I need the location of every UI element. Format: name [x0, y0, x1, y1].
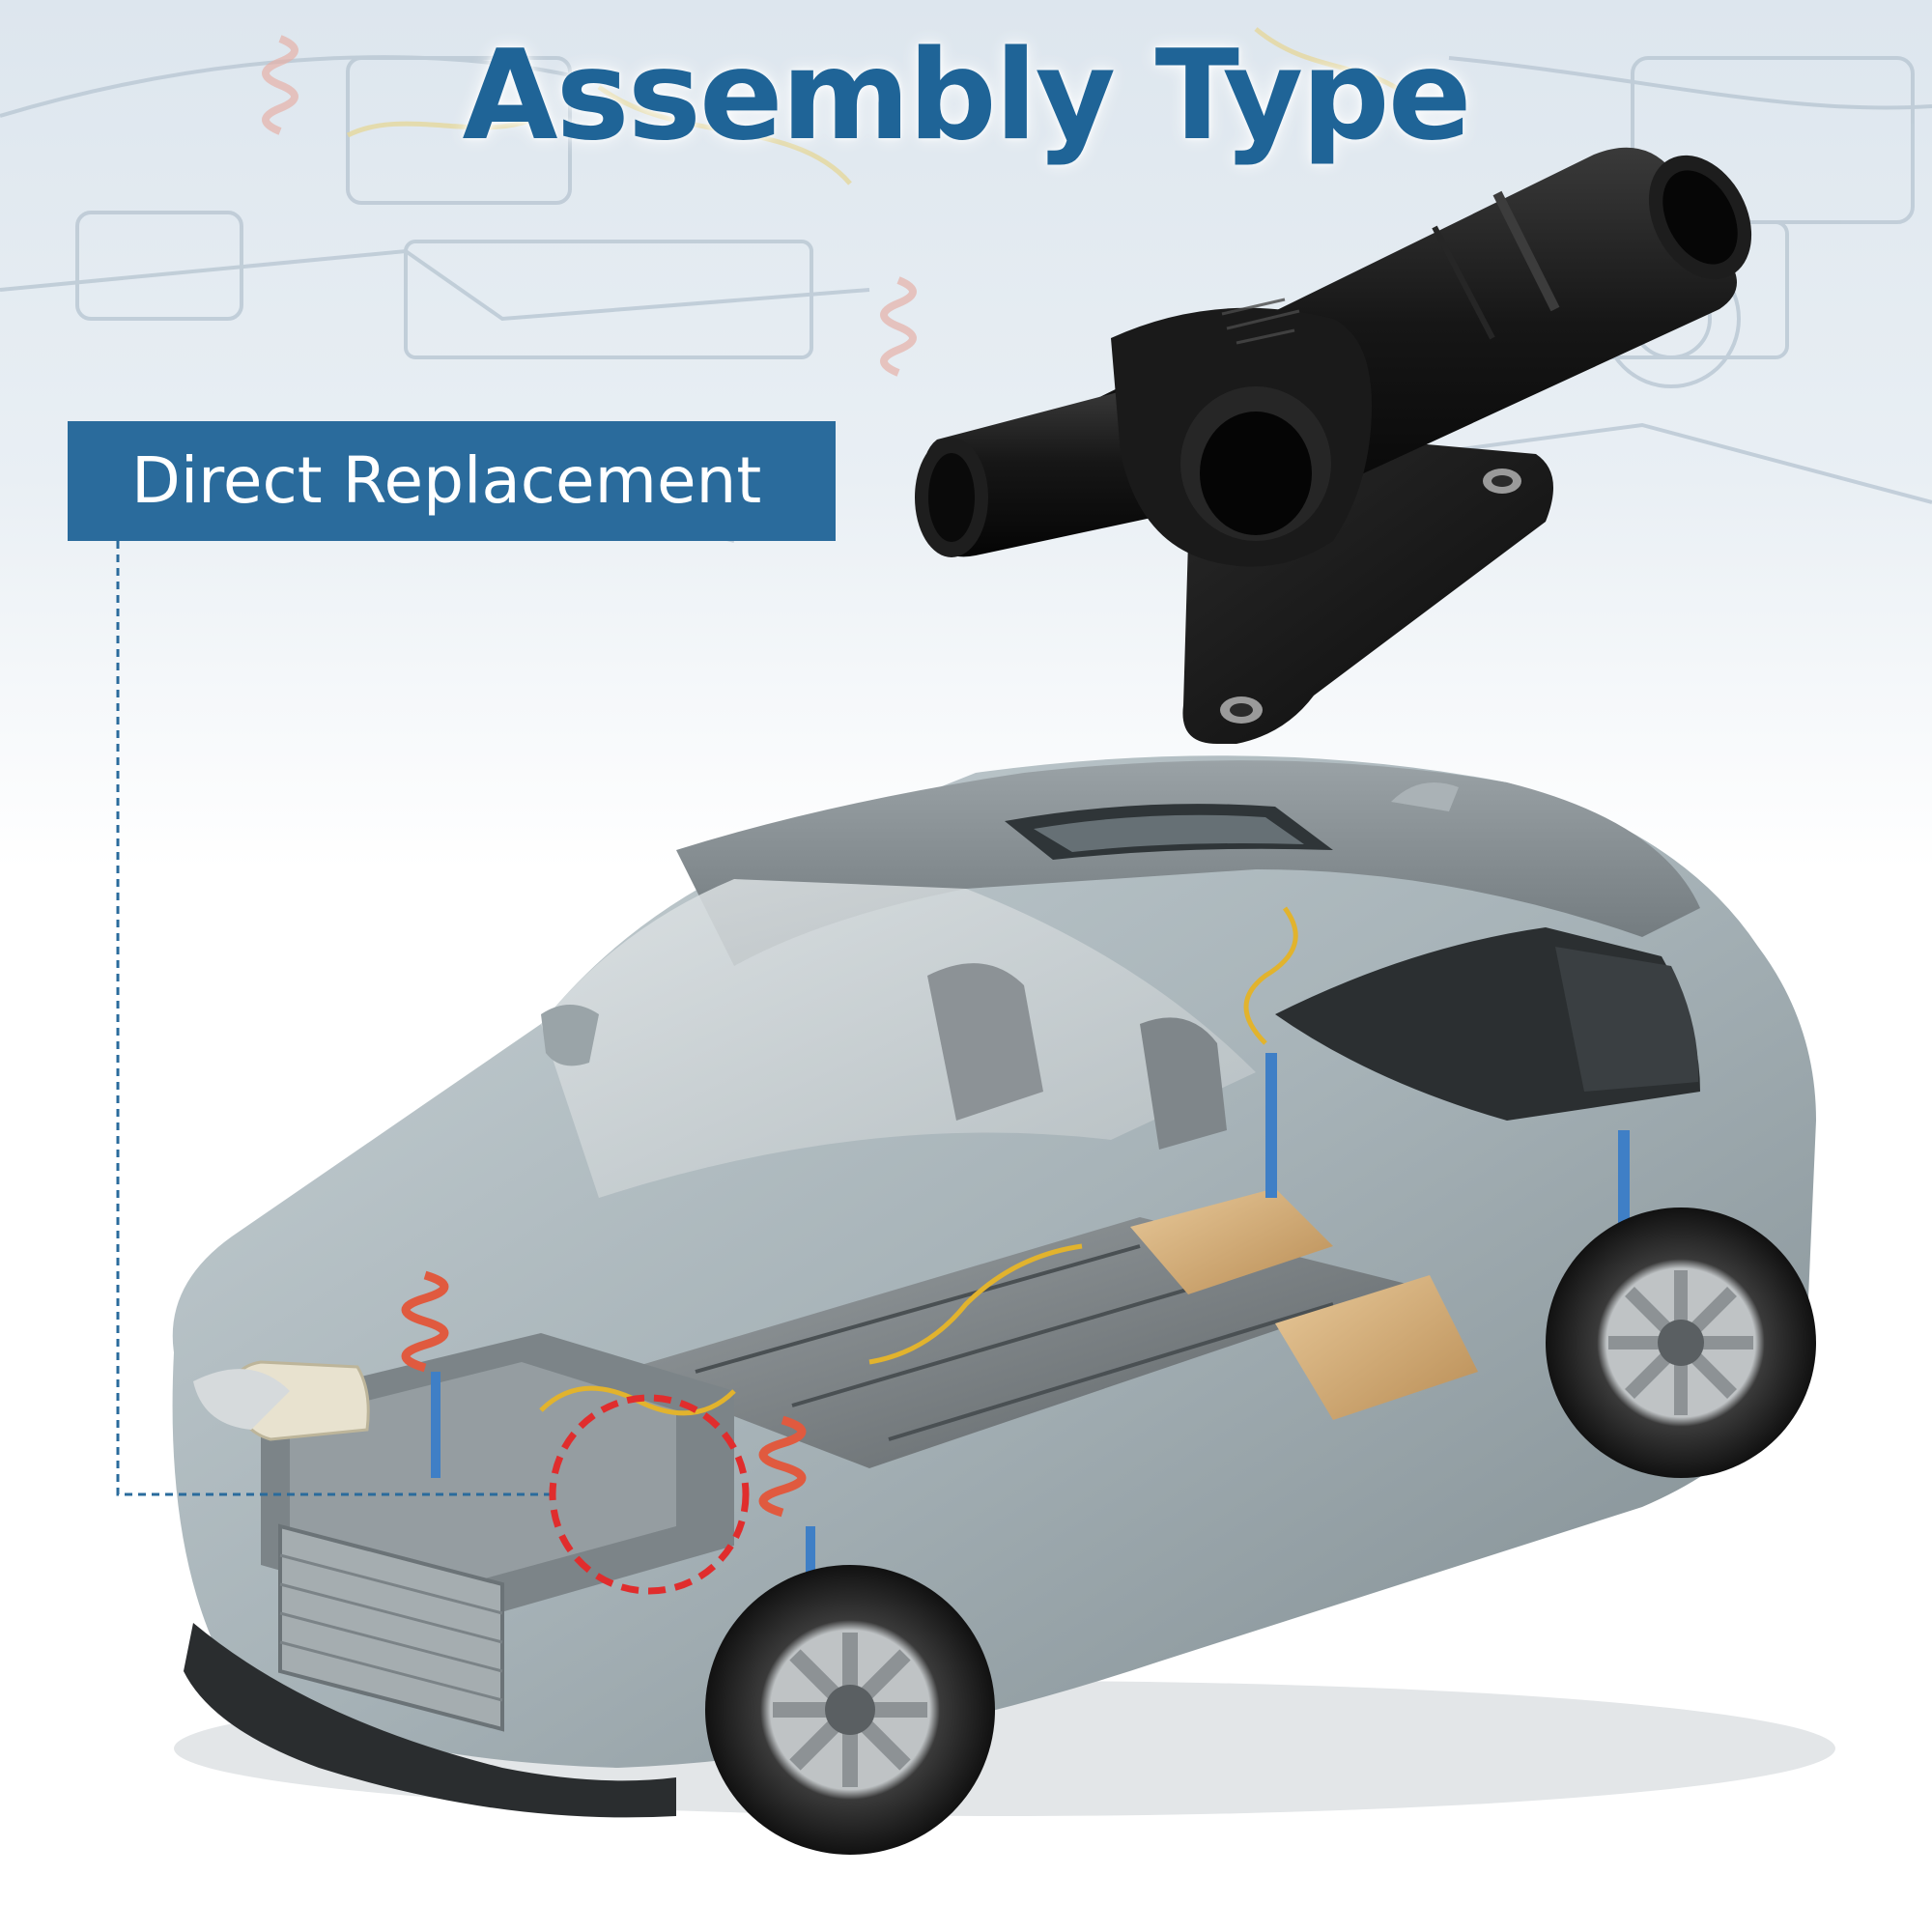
suv-cutaway-illustration: [172, 755, 1835, 1855]
callout-connector: [116, 541, 553, 1496]
page-title: Assembly Type: [462, 24, 1471, 168]
highlight-circle: [549, 1394, 750, 1595]
flange-part: [915, 147, 1752, 744]
direct-replacement-banner: Direct Replacement: [68, 421, 836, 541]
